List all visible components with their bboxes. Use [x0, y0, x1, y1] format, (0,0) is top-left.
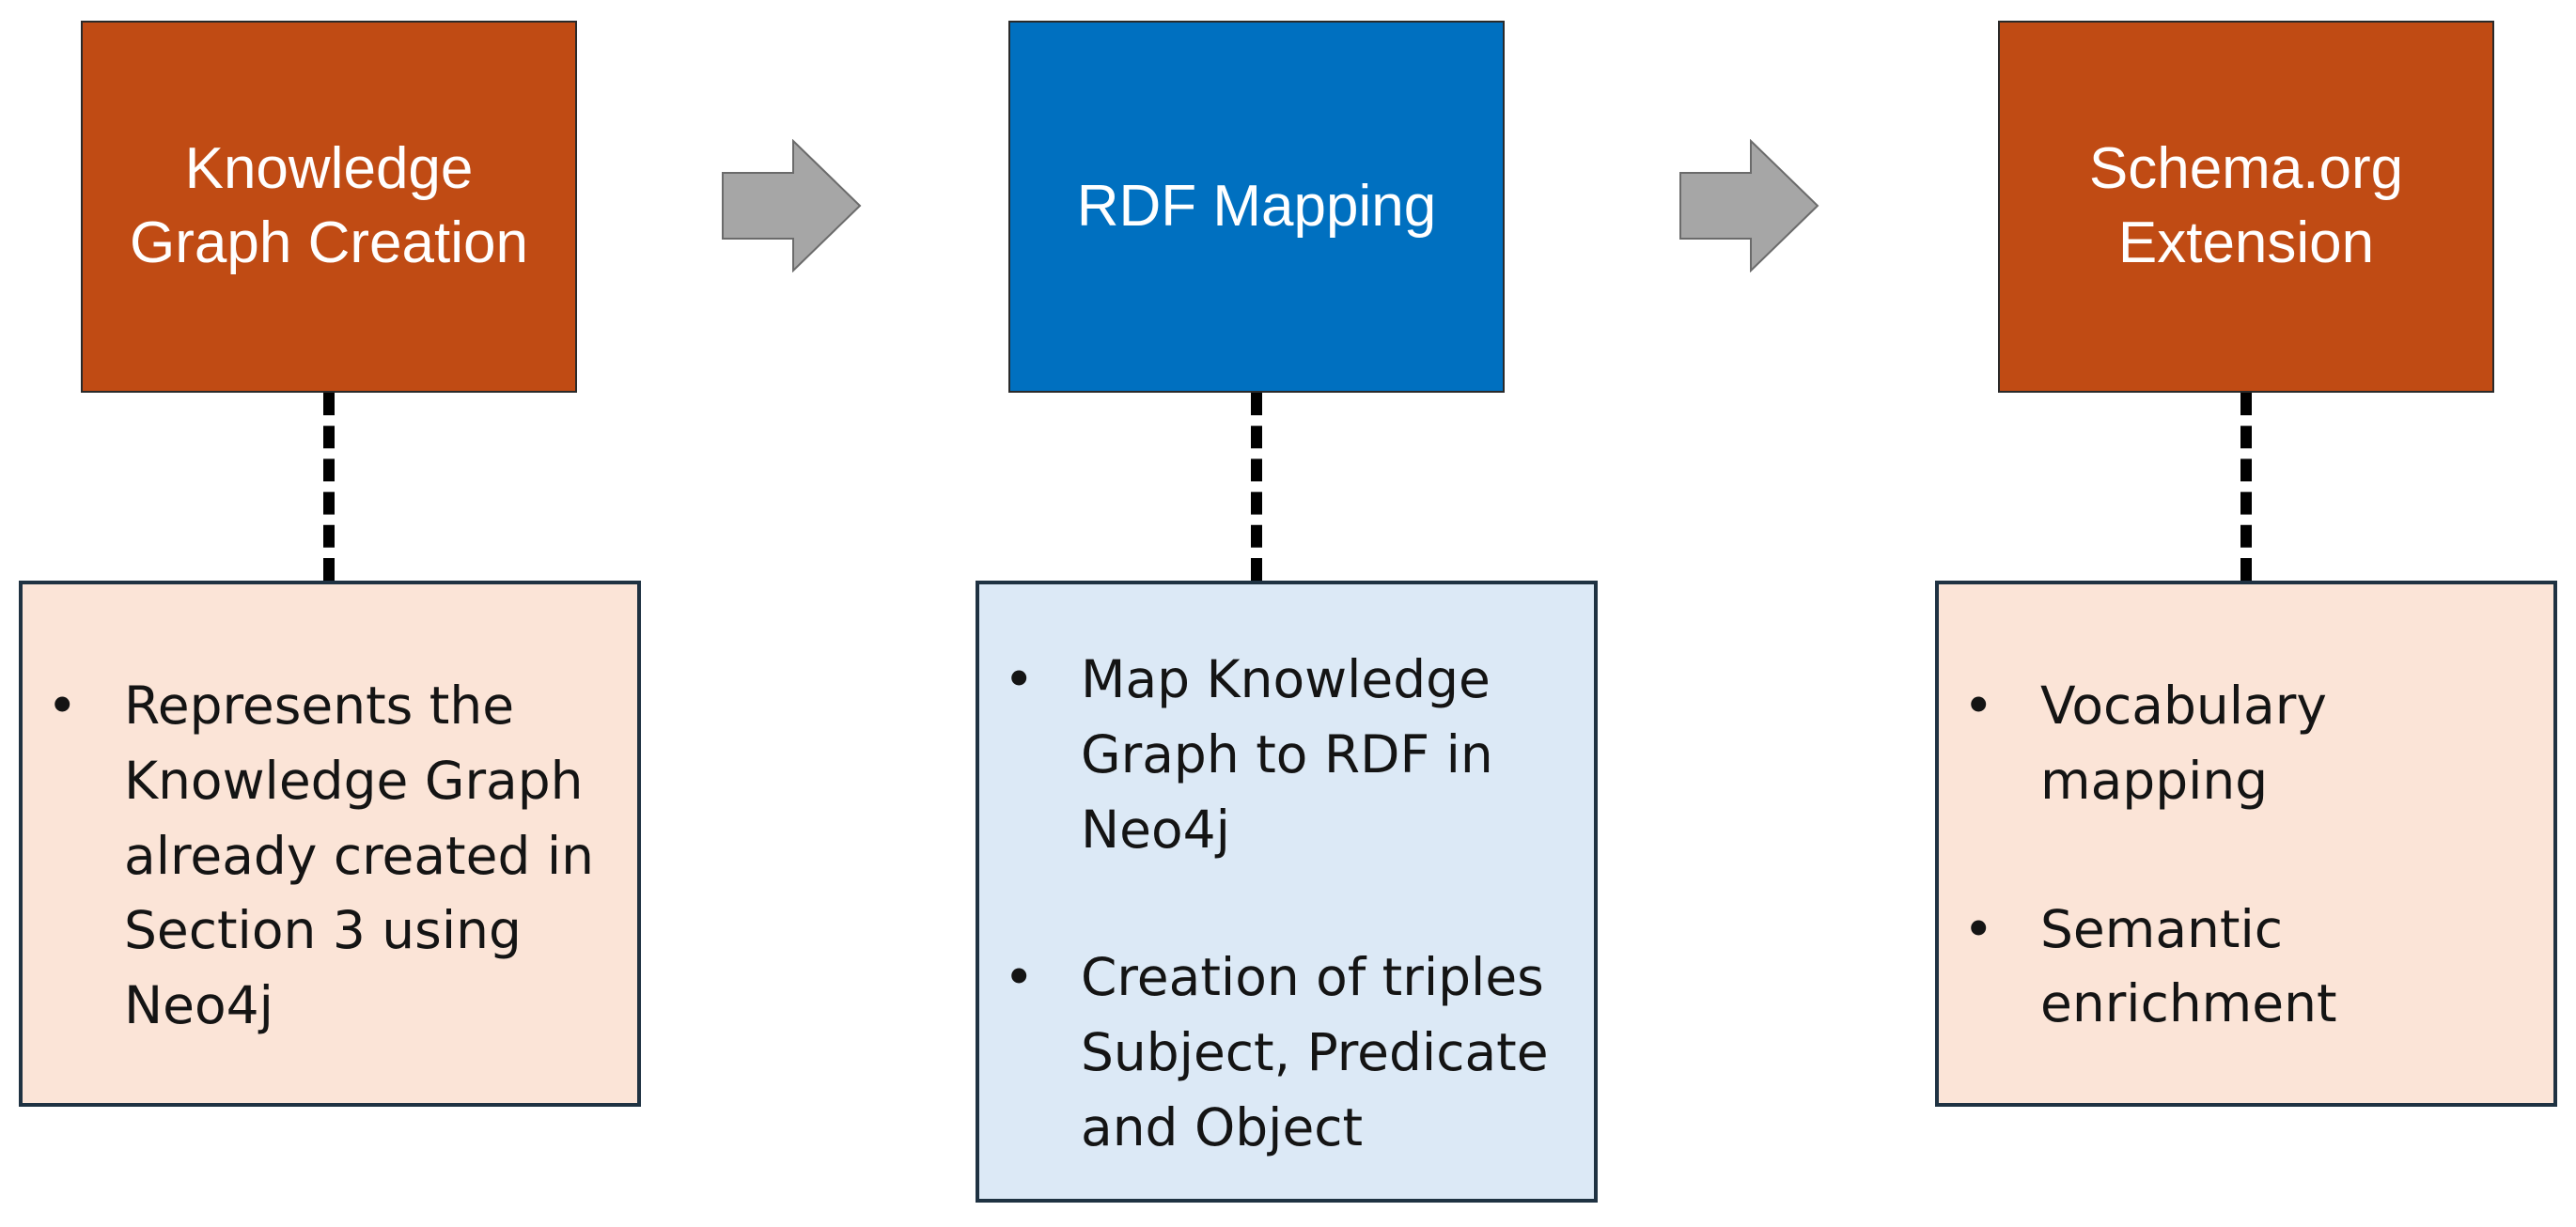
detail-box-schema-org-extension: • Vocabulary mapping • Semantic enrichme… — [1935, 581, 2557, 1107]
stage-title: Schema.org Extension — [2089, 132, 2403, 280]
stage-title-line: RDF Mapping — [1076, 173, 1437, 239]
stage-title: Knowledge Graph Creation — [130, 132, 528, 280]
bullet-line: Creation of triples — [1081, 947, 1544, 1008]
bullet-icon: • — [1004, 947, 1035, 1008]
bullet-line: Neo4j — [1081, 799, 1230, 860]
dashed-connector — [1251, 393, 1262, 581]
stage-rdf-mapping: RDF Mapping — [1008, 21, 1505, 393]
bullet-line: and Object — [1081, 1096, 1364, 1157]
bullet-line: Vocabulary — [2040, 676, 2327, 736]
bullet-line: Section 3 using — [124, 900, 522, 961]
bullet-list: • Represents the Knowledge Graph already… — [23, 669, 618, 1044]
stage-title-line: Knowledge — [184, 136, 474, 202]
stage-schema-org-extension: Schema.org Extension — [1998, 21, 2494, 393]
bullet-item: • Represents the Knowledge Graph already… — [23, 669, 618, 1044]
right-arrow-icon — [1679, 139, 1819, 272]
bullet-line: Graph to RDF in — [1081, 723, 1493, 784]
bullet-line: Semantic — [2040, 898, 2283, 959]
bullet-item: • Semantic enrichment — [1939, 893, 2535, 1043]
bullet-icon: • — [1004, 649, 1035, 709]
right-arrow-icon — [722, 139, 862, 272]
stage-title-line: Extension — [2117, 210, 2375, 275]
bullet-line: Map Knowledge — [1081, 649, 1491, 709]
bullet-line: mapping — [2040, 750, 2269, 811]
bullet-line: Neo4j — [124, 975, 273, 1035]
stage-title-line: Graph Creation — [130, 210, 528, 275]
stage-title-line: Schema.org — [2088, 136, 2404, 202]
bullet-line: already created in — [124, 825, 594, 886]
bullet-line: enrichment — [2040, 973, 2337, 1034]
bullet-line: Knowledge Graph — [124, 750, 584, 811]
detail-box-rdf-mapping: • Map Knowledge Graph to RDF in Neo4j • … — [976, 581, 1598, 1203]
bullet-icon: • — [1963, 676, 1994, 736]
stage-knowledge-graph-creation: Knowledge Graph Creation — [81, 21, 577, 393]
dashed-connector — [2240, 393, 2252, 581]
detail-box-knowledge-graph-creation: • Represents the Knowledge Graph already… — [19, 581, 641, 1107]
bullet-list: • Map Knowledge Graph to RDF in Neo4j • … — [979, 643, 1575, 1166]
bullet-item: • Map Knowledge Graph to RDF in Neo4j — [979, 643, 1575, 867]
bullet-icon: • — [47, 676, 78, 736]
bullet-line: Represents the — [124, 676, 515, 736]
bullet-icon: • — [1963, 898, 1994, 959]
stage-title: RDF Mapping — [1077, 170, 1436, 244]
dashed-connector — [323, 393, 335, 581]
bullet-item: • Vocabulary mapping — [1939, 669, 2535, 819]
bullet-list: • Vocabulary mapping • Semantic enrichme… — [1939, 669, 2535, 1042]
bullet-item: • Creation of triples Subject, Predicate… — [979, 940, 1575, 1165]
bullet-line: Subject, Predicate — [1081, 1022, 1549, 1082]
